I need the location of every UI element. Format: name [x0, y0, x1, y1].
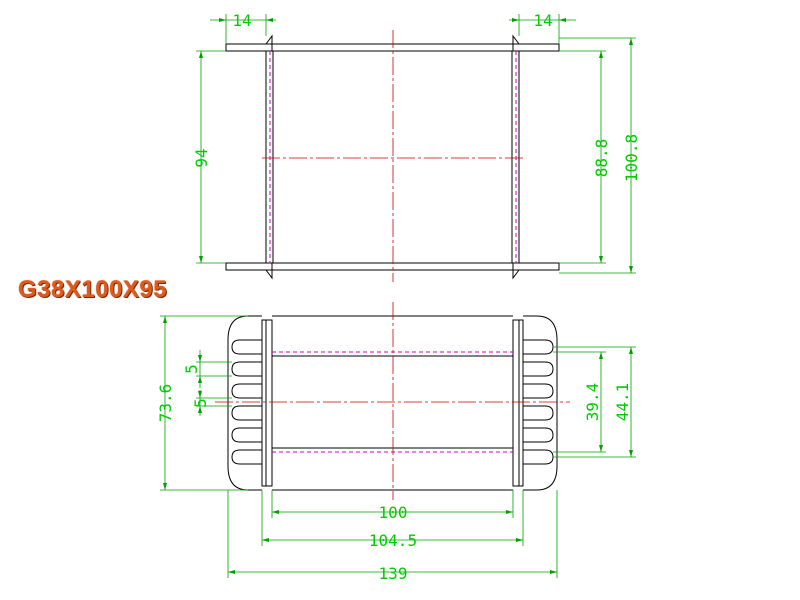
front-view-centerlines: [215, 302, 570, 500]
dim-fin-span-inner: 39.4: [583, 383, 602, 422]
dim-top-right-width: 14: [533, 11, 552, 30]
top-view-arrows: [199, 18, 633, 273]
top-view-centerlines: [262, 30, 524, 282]
tab-bottom-left: [265, 263, 273, 280]
tab-bottom-right: [512, 263, 520, 280]
right-post: [512, 319, 524, 487]
model-title: G38X100X95: [18, 276, 168, 303]
dim-side-height: 73.6: [156, 384, 175, 423]
dim-fin-gap-lower: 5: [191, 398, 210, 408]
front-view: [227, 315, 558, 491]
dim-inner-height: 88.8: [592, 139, 611, 178]
top-view-dimensions: [196, 14, 636, 274]
front-view-dimensions: [160, 315, 636, 578]
dim-fin-span-outer: 44.1: [613, 383, 632, 422]
dim-width-inner: 100: [379, 503, 408, 522]
bottom-flange: [225, 262, 560, 271]
left-fins: [231, 339, 262, 465]
left-flange: [227, 315, 262, 491]
right-flange: [523, 315, 558, 491]
tab-top-right: [512, 34, 520, 51]
dim-width-total: 139: [379, 564, 408, 583]
tab-top-left: [265, 34, 273, 51]
dim-top-left-width: 14: [232, 11, 251, 30]
dim-height-left: 94: [192, 148, 211, 167]
top-view: [225, 34, 560, 280]
dim-outer-height: 100.8: [622, 134, 641, 182]
dim-width-mid: 104.5: [369, 531, 417, 550]
top-flange: [225, 43, 560, 52]
front-view-arrows: [163, 316, 633, 574]
left-post: [261, 319, 273, 487]
dim-fin-gap-upper: 5: [182, 364, 201, 374]
